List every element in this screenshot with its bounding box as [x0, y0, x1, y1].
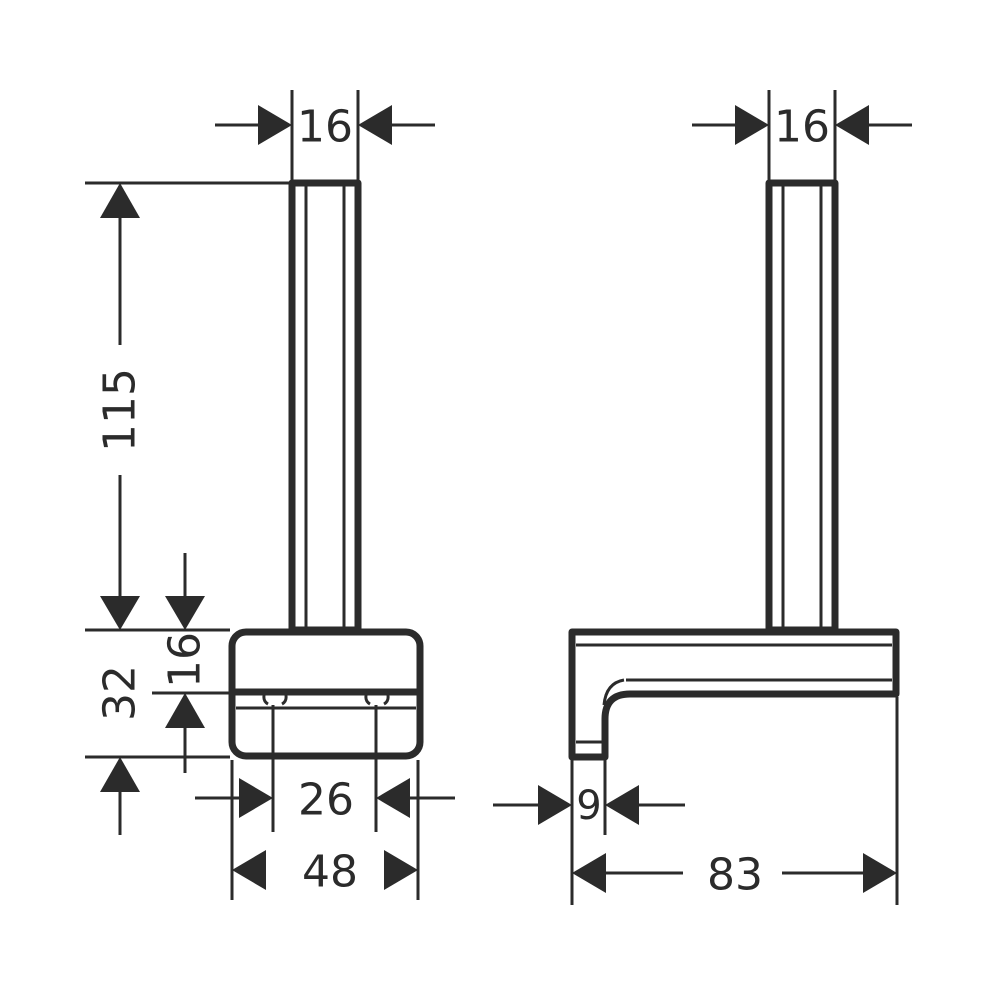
dim-leg-thickness: 9 — [493, 760, 685, 905]
front-view: 16 115 32 16 — [85, 90, 455, 900]
dim-base-height: 32 — [85, 665, 230, 835]
dim-label: 32 — [95, 665, 146, 721]
dim-label: 16 — [160, 632, 211, 688]
dim-label: 16 — [774, 102, 830, 153]
dim-label: 26 — [298, 775, 354, 826]
dim-label: 9 — [576, 783, 601, 829]
dim-front-rod-width: 16 — [215, 90, 435, 180]
dim-depth: 83 — [572, 697, 899, 905]
dim-base-width: 48 — [230, 760, 420, 900]
front-base — [228, 628, 424, 760]
front-rod — [288, 179, 362, 634]
dim-hole-spacing: 26 — [195, 705, 455, 832]
side-rod — [765, 179, 839, 634]
side-view: 16 9 83 — [493, 90, 912, 905]
dim-front-rod-height: 115 — [85, 181, 292, 632]
dim-base-half-height: 16 — [152, 553, 230, 773]
dim-label: 48 — [302, 847, 358, 898]
dim-side-rod-width: 16 — [692, 90, 912, 180]
side-bracket — [568, 628, 900, 761]
dim-label: 115 — [95, 368, 146, 452]
dim-label: 83 — [707, 850, 763, 901]
dim-label: 16 — [297, 102, 353, 153]
